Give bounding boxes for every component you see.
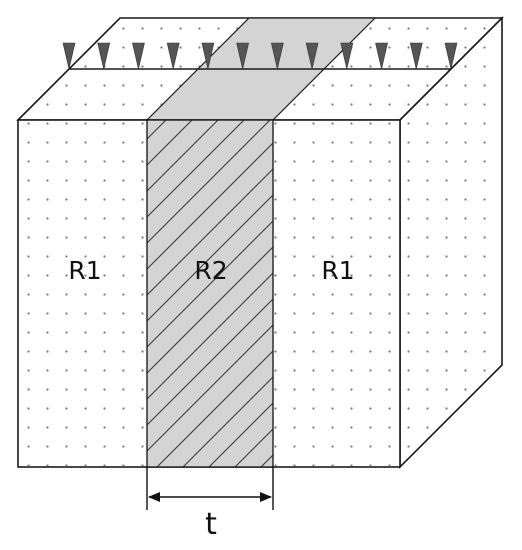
load-arrow — [375, 42, 388, 70]
load-arrows — [62, 42, 458, 70]
load-arrow — [340, 42, 354, 70]
load-arrow — [270, 42, 284, 70]
thickness-label: t — [205, 507, 217, 542]
load-arrow — [444, 42, 458, 70]
load-arrow — [166, 42, 180, 70]
front-face-dots-left — [18, 120, 147, 467]
region-label-left: R1 — [68, 256, 101, 285]
region-label-middle: R2 — [194, 256, 227, 285]
middle-band-hatch — [147, 120, 273, 467]
load-arrow — [201, 42, 215, 70]
load-arrow — [409, 42, 423, 70]
front-face-dots-right — [273, 120, 400, 467]
region-label-right: R1 — [321, 256, 354, 285]
load-arrow — [305, 42, 319, 70]
load-arrow — [132, 42, 145, 70]
load-arrow — [62, 42, 76, 70]
load-arrow — [236, 42, 250, 70]
right-face-dots — [400, 18, 502, 467]
load-arrow — [97, 42, 111, 70]
